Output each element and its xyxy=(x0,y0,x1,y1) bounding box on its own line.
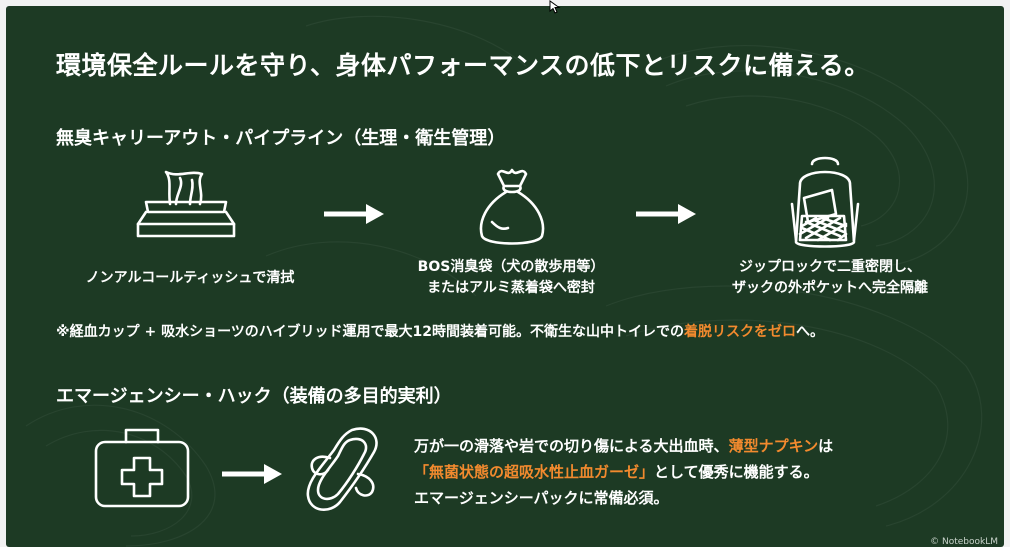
desc-line-1: 万が一の滑落や岩での切り傷による大出血時、薄型ナプキンは xyxy=(414,437,834,455)
desc-highlight-gauze: 「無菌状態の超吸水性止血ガーゼ」 xyxy=(414,463,655,481)
trash-bag-icon xyxy=(479,168,545,245)
emergency-description: 万が一の滑落や岩での切り傷による大出血時、薄型ナプキンは 「無菌状態の超吸水性止… xyxy=(414,433,833,511)
slide: 環境保全ルールを守り、身体パフォーマンスの低下とリスクに備える。 無臭キャリーア… xyxy=(6,6,1004,547)
section-heading-emergency-hack: エマージェンシー・ハック（装備の多目的実利） xyxy=(56,386,452,407)
arrow-right-icon xyxy=(324,204,384,224)
arrow-right-icon xyxy=(636,204,696,224)
mouse-cursor-icon xyxy=(549,0,561,14)
tissue-box-icon xyxy=(136,170,236,238)
credit-label: © NotebookLM xyxy=(930,537,998,547)
first-aid-kit-icon xyxy=(94,428,190,508)
desc-line-3: エマージェンシーパックに常備必須。 xyxy=(414,489,669,507)
hybrid-usage-note: ※経血カップ + 吸水ショーツのハイブリッド運用で最大12時間装着可能。不衛生な… xyxy=(56,324,825,340)
note-highlight: 着脱リスクをゼロ xyxy=(684,324,797,340)
desc-highlight-pad: 薄型ナプキン xyxy=(728,437,819,455)
slide-title: 環境保全ルールを守り、身体パフォーマンスの低下とリスクに備える。 xyxy=(56,51,870,80)
desc-line-2: 「無菌状態の超吸水性止血ガーゼ」として優秀に機能する。 xyxy=(414,463,819,481)
backpack-icon xyxy=(790,156,860,248)
section-heading-carry-out: 無臭キャリーアウト・パイプライン（生理・衛生管理） xyxy=(56,128,506,149)
step-caption-isolate: ジップロックで二重密閉し、 ザックの外ポケットへ完全隔離 xyxy=(732,259,928,296)
arrow-right-icon xyxy=(222,464,282,484)
sanitary-pad-icon xyxy=(306,427,378,511)
step-caption-seal: BOS消臭袋（犬の散歩用等） またはアルミ蒸着袋へ密封 xyxy=(417,259,605,296)
step-caption-wipe: ノンアルコールティッシュで清拭 xyxy=(85,270,295,286)
